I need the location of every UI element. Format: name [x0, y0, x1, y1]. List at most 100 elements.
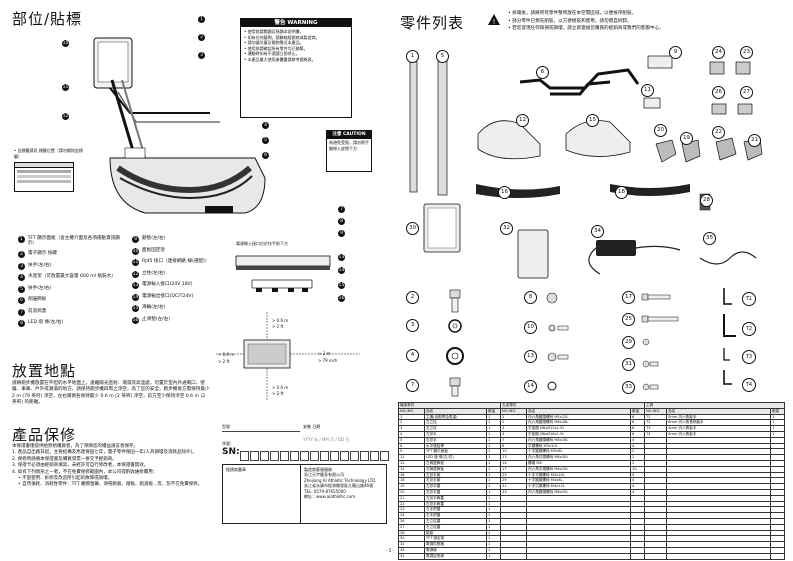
warranty-line: 2. 保修時請將本保證書及購買發票一併交予經銷商。: [12, 456, 117, 462]
hw-tag-3: 3: [406, 319, 419, 332]
callout-8: 8: [338, 218, 345, 225]
warning-triangle-icon: !: [488, 10, 500, 26]
tool-tag-t1: T1: [742, 292, 756, 306]
part-tag-34: 34: [591, 225, 604, 238]
hardware-left-illustration: [446, 289, 464, 397]
part-tag-32: 32: [500, 222, 513, 235]
part-tag-30: 30: [406, 222, 419, 235]
cable-note: 電源線入接口位於扶手前下方: [236, 241, 288, 246]
callout-16: 16: [338, 295, 345, 302]
warranty-line: • 不當使用、拆修及改造所引起的故障或損壞。: [18, 476, 113, 482]
part-tag-22: 22: [712, 126, 725, 139]
table-cell: [630, 529, 646, 537]
placement-title: 放置地點: [12, 362, 77, 380]
treadmill-illustration: [93, 37, 266, 214]
caution-title: 注意 CAUTION: [327, 131, 371, 139]
dim-rear-in: > 79 inch: [318, 358, 338, 363]
parts-list-title: 零件列表: [400, 14, 465, 32]
table-cell: [770, 552, 786, 560]
callout-10: 10: [62, 40, 69, 47]
parts-table-container: 機架零件 五金零件 工具 NO./NO. 品名 數量 NO./NO. 品名 數量…: [397, 402, 786, 560]
callout-4: 4: [262, 122, 269, 129]
callout-3: 3: [198, 52, 205, 59]
part-tag-21: 21: [748, 134, 761, 147]
table-cell: [770, 523, 786, 531]
dim-back-m: > 0.6 m: [272, 385, 289, 390]
cable-detail-illustration: [235, 255, 331, 292]
callout-2: 2: [198, 34, 205, 41]
table-cell: 1: [485, 523, 502, 531]
product-label-sticker: [14, 162, 74, 192]
warranty-line: 1. 產品自出廠日起，主要結構及馬達保固七年，電子零件保固一年(人為損壞及消耗品…: [12, 450, 197, 456]
part-tag-19: 19: [680, 132, 693, 145]
warning-label: 警告 WARNING • 使用前請閱讀及熟讀本說明書。 • 如有任何疑問，請聯絡…: [240, 18, 352, 118]
dim-back-ft: > 2 ft: [272, 391, 284, 396]
table-cell: [770, 517, 786, 525]
tool-tag-t4: T4: [742, 378, 756, 392]
warranty-line: 3. 保證卡必須由經銷商填寫，未經許可自行修改者，本保證書無效。: [12, 463, 149, 469]
part-tag-23: 23: [740, 46, 753, 59]
table-cell: [630, 541, 646, 548]
part-tag-26: 26: [712, 86, 725, 99]
table-cell: [770, 541, 786, 548]
install-date-field[interactable]: YYYY 年 / MM 月 / DD 日: [303, 437, 350, 442]
callout-15: 15: [338, 282, 345, 289]
tool-tag-t2: T2: [742, 322, 756, 336]
table-cell: 35: [398, 552, 425, 560]
dim-left-m: > 0.6 m: [218, 352, 235, 357]
parts-table: 機架零件 五金零件 工具 NO./NO. 品名 數量 NO./NO. 品名 數量…: [397, 402, 786, 560]
clearance-diagram: [216, 312, 360, 400]
table-cell: [630, 546, 646, 554]
table-cell: [770, 535, 786, 543]
warning-line: • 本產品最大使用者體重請參考規格表。: [244, 56, 316, 62]
hw-tag-10: 10: [524, 321, 537, 334]
callout-14: 14: [338, 267, 345, 274]
svg-text:!: !: [493, 18, 496, 25]
table-cell: 1: [485, 535, 502, 543]
table-cell: 1: [485, 517, 502, 525]
table-cell: [770, 529, 786, 537]
table-cell: [630, 535, 646, 543]
callout-12: 12: [62, 113, 69, 120]
part-tag-27: 27: [740, 86, 753, 99]
part-tag-6: 6: [536, 66, 549, 79]
part-tag-5: 5: [436, 50, 449, 63]
hw-tag-4: 4: [406, 349, 419, 362]
warning-line: • 使用前請確認所有零件均已鎖緊。: [244, 45, 308, 51]
dim-left-ft: > 2 ft: [218, 359, 230, 364]
warranty-title: 產品保修: [12, 426, 77, 444]
warranty-line: 本保證書僅提供給原始購買者，為了保障您的權益請妥善保存。: [12, 444, 138, 449]
part-tag-11: 11: [641, 84, 654, 97]
warranty-line: • 自然損耗、消耗性零件：TFT 觸摸螢幕、滑帶跑板、踏板、跑道板...等，恕不…: [18, 482, 203, 488]
table-cell: [644, 552, 668, 560]
hw-tag-13: 13: [524, 350, 537, 363]
warning-line: • 運動時如有不適請立即停止。: [244, 51, 300, 57]
table-cell: [630, 552, 646, 560]
callout-7: 7: [338, 206, 345, 213]
serial-number-boxes[interactable]: [240, 446, 390, 465]
part-tag-15: 15: [586, 114, 599, 127]
table-cell: 電源延長線: [424, 552, 487, 560]
model-field[interactable]: [222, 431, 300, 432]
table-cell: [630, 512, 646, 519]
hw-tag-14: 14: [524, 380, 537, 393]
callout-1: 1: [198, 16, 205, 23]
sn-label: SN:: [222, 447, 240, 457]
parts-illustration: [409, 55, 763, 279]
dim-rear-m: > 2 m: [318, 351, 331, 356]
part-tag-12: 12: [516, 114, 529, 127]
part-tag-1: 1: [406, 50, 419, 63]
